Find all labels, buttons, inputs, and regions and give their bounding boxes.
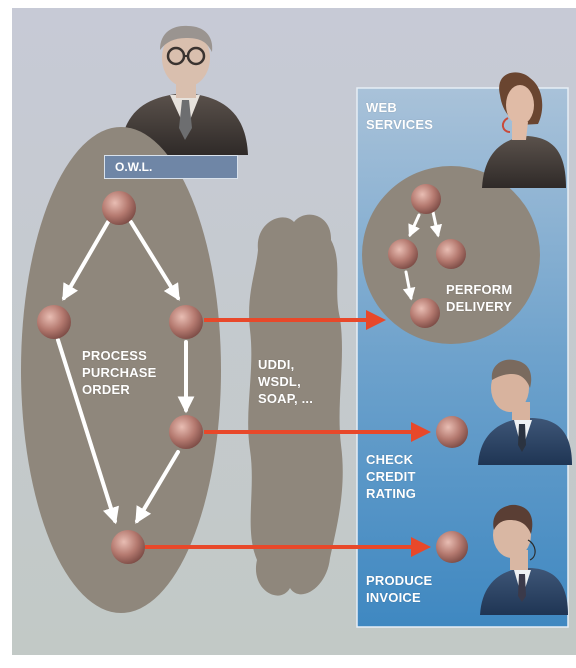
flow-arrow-4 (135, 450, 180, 524)
woman-web-services-icon (482, 72, 566, 188)
service-invocation-arrows (145, 310, 431, 557)
delivery-node-1 (411, 184, 441, 214)
check-credit-rating-label: CHECK CREDIT RATING (366, 452, 417, 501)
middleware-protocols-label: UDDI, WSDL, SOAP, ... (258, 357, 314, 406)
web-services-label: WEB SERVICES (366, 100, 434, 132)
process-node-end (111, 530, 145, 564)
flow-arrow-2 (129, 220, 180, 301)
delivery-arrow-1 (408, 213, 421, 238)
owl-label: O.W.L. (104, 155, 238, 179)
delivery-node-3 (436, 239, 466, 269)
process-nodes (37, 191, 203, 564)
flow-arrow-1 (62, 220, 110, 301)
credit-service-node (436, 416, 468, 448)
businessman-bottom-icon (480, 504, 568, 615)
delivery-nodes (388, 184, 466, 328)
delivery-node-4 (410, 298, 440, 328)
process-flow-arrows (56, 220, 195, 525)
process-purchase-order-label: PROCESS PURCHASE ORDER (82, 348, 157, 397)
middleware-cloud (248, 214, 343, 596)
invoice-service-node (436, 531, 468, 563)
process-node-credit-call (169, 415, 203, 449)
delivery-flow-arrows (402, 210, 443, 301)
produce-invoice-label: PRODUCE INVOICE (366, 573, 433, 605)
owl-process-ellipse (21, 127, 221, 613)
delivery-arrow-2 (429, 210, 443, 238)
delivery-arrow-3 (402, 270, 416, 301)
businessman-middle-icon (478, 359, 572, 465)
delivery-node-2 (388, 239, 418, 269)
perform-delivery-label: PERFORM DELIVERY (446, 282, 513, 314)
flow-arrow-5 (56, 338, 119, 525)
process-node-left (37, 305, 71, 339)
process-node-start (102, 191, 136, 225)
process-node-right (169, 305, 203, 339)
